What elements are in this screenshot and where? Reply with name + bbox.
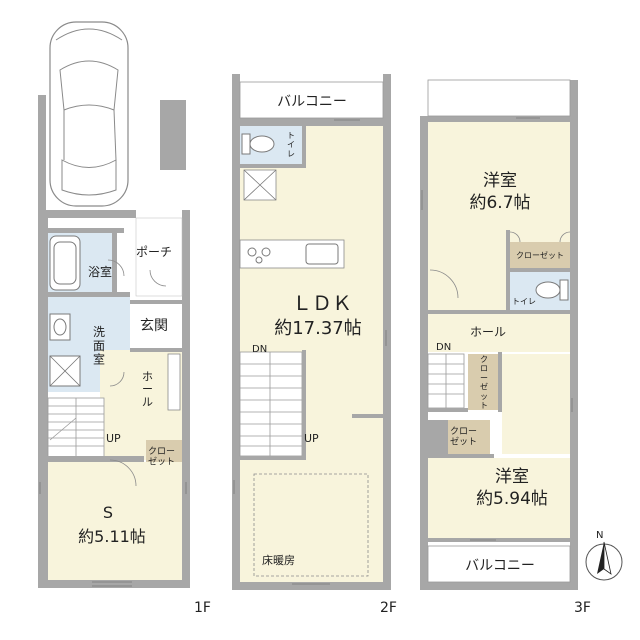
stairs-1f (48, 398, 104, 458)
floor-label-1f: 1F (194, 600, 211, 616)
label-dn-2f: DN (252, 344, 267, 355)
label-entrance: 玄関 (140, 317, 168, 334)
label-balcony-3f: バルコニー (465, 558, 535, 574)
label-balcony-2f: バルコニー (277, 94, 347, 110)
label-hall-3f: ホール (470, 325, 506, 339)
label-ldk-size: 約17.37帖 (274, 318, 362, 339)
compass-label: N (596, 530, 603, 541)
label-toilet-2f: トイレ (287, 131, 295, 158)
toilet-icon-3f (535, 279, 569, 301)
floor-label-3f: 3F (574, 600, 591, 616)
label-porch: ポーチ (136, 245, 172, 259)
washbasin-icon (49, 313, 71, 341)
car-icon (49, 21, 129, 207)
toilet-icon-2f (241, 133, 275, 155)
label-room2-size: 約5.94帖 (476, 489, 548, 509)
label-dn-3f: DN (436, 342, 451, 353)
label-closet-top-3f: クローゼット (516, 250, 564, 260)
label-washroom: 洗面室 (93, 325, 105, 367)
label-room-s: S (103, 503, 113, 522)
label-room1-3f: 洋室 (483, 171, 517, 191)
label-closet-1f: クローゼット (148, 446, 175, 467)
label-toilet-3f: トイレ (512, 297, 536, 306)
floor-2f: バルコニー トイレ ＬＤＫ 約17.37帖 DN UP 床暖房 2F (232, 74, 397, 616)
compass-north-icon: N (585, 530, 623, 581)
sink-icon (305, 243, 339, 265)
label-closet-vertical-3f: クローゼット (480, 355, 488, 410)
label-ldk: ＬＤＫ (292, 291, 352, 315)
stove-icon (247, 247, 271, 264)
bathtub-icon (49, 235, 81, 291)
label-room-s-size: 約5.11帖 (78, 527, 146, 546)
label-room2-3f: 洋室 (495, 467, 529, 487)
label-hall-1f: ホール (142, 370, 153, 408)
floor-3f: 洋室 約6.7帖 クローゼット トイレ ホール DN クローゼット クローゼット… (420, 79, 591, 616)
label-bath: 浴室 (88, 264, 112, 279)
washing-machine-icon (49, 355, 81, 387)
floor-1f: 浴室 ポーチ 洗面室 玄関 ホール UP クローゼット S 約5.11帖 1F (38, 21, 211, 616)
label-up-1f: UP (106, 432, 121, 445)
label-closet-lower-3f: クローゼット (450, 426, 477, 447)
label-up-2f: UP (304, 432, 319, 445)
label-room1-size: 約6.7帖 (469, 193, 530, 213)
stairs-2f (240, 352, 302, 456)
label-floor-heating: 床暖房 (262, 553, 295, 567)
stairs-3f (428, 354, 464, 408)
floor-label-2f: 2F (380, 600, 397, 616)
